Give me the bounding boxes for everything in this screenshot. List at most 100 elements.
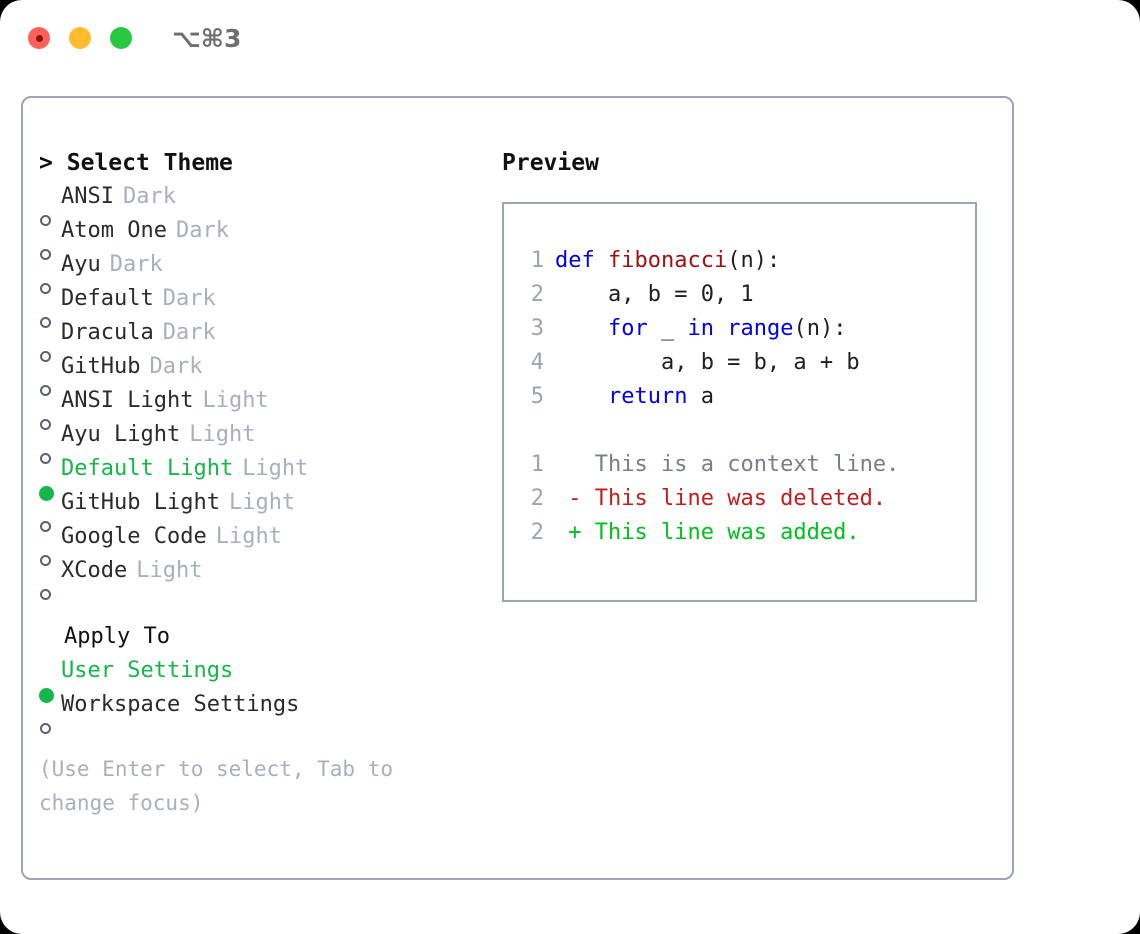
radio-glyph <box>40 249 51 260</box>
theme-variant-tag: Dark <box>175 218 229 243</box>
token-plain: a, b = 0, 1 <box>555 282 754 307</box>
line-number: 2 <box>530 486 544 511</box>
theme-option-label: ANSI Light <box>61 388 194 413</box>
theme-variant-tag: Light <box>189 422 256 447</box>
theme-variant-tag: Dark <box>122 184 176 209</box>
theme-variant-tag: Light <box>228 490 296 515</box>
select-theme-heading: > Select Theme <box>39 146 499 180</box>
line-number: 4 <box>530 350 544 375</box>
caret-icon: > <box>39 150 53 176</box>
theme-variant-tag: Light <box>215 524 282 549</box>
maximize-button[interactable] <box>110 27 132 49</box>
token-plain: (n): <box>793 316 847 341</box>
diff-sample: 1 This is a context line. 2 - This line w… <box>514 448 975 550</box>
token-keyword: range <box>727 316 794 341</box>
theme-variant-tag: Dark <box>162 286 216 311</box>
token-plain: (n): <box>727 248 781 273</box>
code-line: 2 a, b = 0, 1 <box>514 278 975 312</box>
select-theme-title: Select Theme <box>66 150 233 176</box>
code-text: return a <box>555 380 714 414</box>
apply-to-heading: Apply To <box>64 624 170 649</box>
diff-text: This line was deleted. <box>594 486 887 511</box>
radio-glyph <box>40 351 51 362</box>
theme-option[interactable]: XCode Light <box>39 554 499 600</box>
theme-option-label: Default Light <box>61 456 234 481</box>
diff-marker <box>555 448 595 482</box>
token-keyword: for <box>607 316 648 341</box>
theme-option[interactable]: GitHub Dark <box>39 350 499 396</box>
theme-option-label: XCode <box>61 558 128 583</box>
apply-to-option[interactable]: Workspace Settings <box>39 688 499 734</box>
minimize-button[interactable] <box>69 27 91 49</box>
radio-glyph <box>40 283 51 294</box>
theme-variant-tag: Dark <box>149 354 203 379</box>
token-keyword: def <box>555 248 608 273</box>
code-text: def fibonacci(n): <box>555 244 780 278</box>
diff-marker: + <box>555 520 595 545</box>
theme-variant-tag: Light <box>202 388 269 413</box>
radio-glyph <box>40 555 51 566</box>
theme-variant-tag: Light <box>136 558 203 583</box>
code-text: a, b = b, a + b <box>555 346 860 380</box>
code-text: a, b = 0, 1 <box>555 278 754 312</box>
theme-option-label: GitHub <box>61 354 141 379</box>
radio-glyph <box>40 385 51 396</box>
theme-option[interactable]: Default Dark <box>39 282 499 328</box>
theme-option-label: Ayu <box>61 252 101 277</box>
radio-glyph <box>40 453 51 464</box>
apply-to-option-label: User Settings <box>61 658 234 683</box>
token-plain <box>555 316 608 341</box>
code-spacer <box>514 414 975 448</box>
diff-line: 1 This is a context line. <box>514 448 975 482</box>
line-number: 2 <box>530 282 544 307</box>
radio-glyph <box>40 317 51 328</box>
radio-glyph <box>40 215 51 226</box>
token-plain: _ <box>647 316 688 341</box>
token-keyword: in <box>687 316 714 341</box>
code-line: 3 for _ in range(n): <box>514 312 975 346</box>
theme-option-label: Atom One <box>61 218 167 243</box>
diff-marker: - <box>555 486 595 511</box>
preview-heading: Preview <box>502 150 599 176</box>
radio-glyph <box>39 688 54 703</box>
diff-text: This line was added. <box>594 520 860 545</box>
theme-option[interactable]: Atom One Dark <box>39 214 499 260</box>
token-plain <box>555 384 608 409</box>
section-divider <box>39 588 499 620</box>
theme-option-label: Dracula <box>61 320 154 345</box>
theme-variant-tag: Dark <box>162 320 216 345</box>
radio-glyph <box>40 723 51 734</box>
theme-option[interactable]: Dracula Dark <box>39 316 499 362</box>
theme-variant-tag: Dark <box>109 252 163 277</box>
code-line: 5 return a <box>514 380 975 414</box>
apply-to-option-label: Workspace Settings <box>61 692 300 717</box>
radio-glyph <box>40 521 51 532</box>
title-bar: ⌥⌘3 <box>0 0 1140 76</box>
radio-glyph <box>40 419 51 430</box>
line-number: 2 <box>530 520 544 545</box>
line-number: 1 <box>530 452 544 477</box>
apply-to-option[interactable]: User Settings <box>39 654 499 703</box>
line-number: 5 <box>530 384 544 409</box>
close-button[interactable] <box>28 27 50 49</box>
theme-option[interactable]: ANSI Dark <box>39 180 499 226</box>
theme-option-label: ANSI <box>61 184 114 209</box>
keyboard-shortcut-label: ⌥⌘3 <box>172 23 242 53</box>
window-controls <box>28 27 132 49</box>
token-plain: a <box>687 384 714 409</box>
theme-option[interactable]: Ayu Dark <box>39 248 499 294</box>
theme-option[interactable]: ANSI Light Light <box>39 384 499 430</box>
theme-option-label: Default <box>61 286 154 311</box>
